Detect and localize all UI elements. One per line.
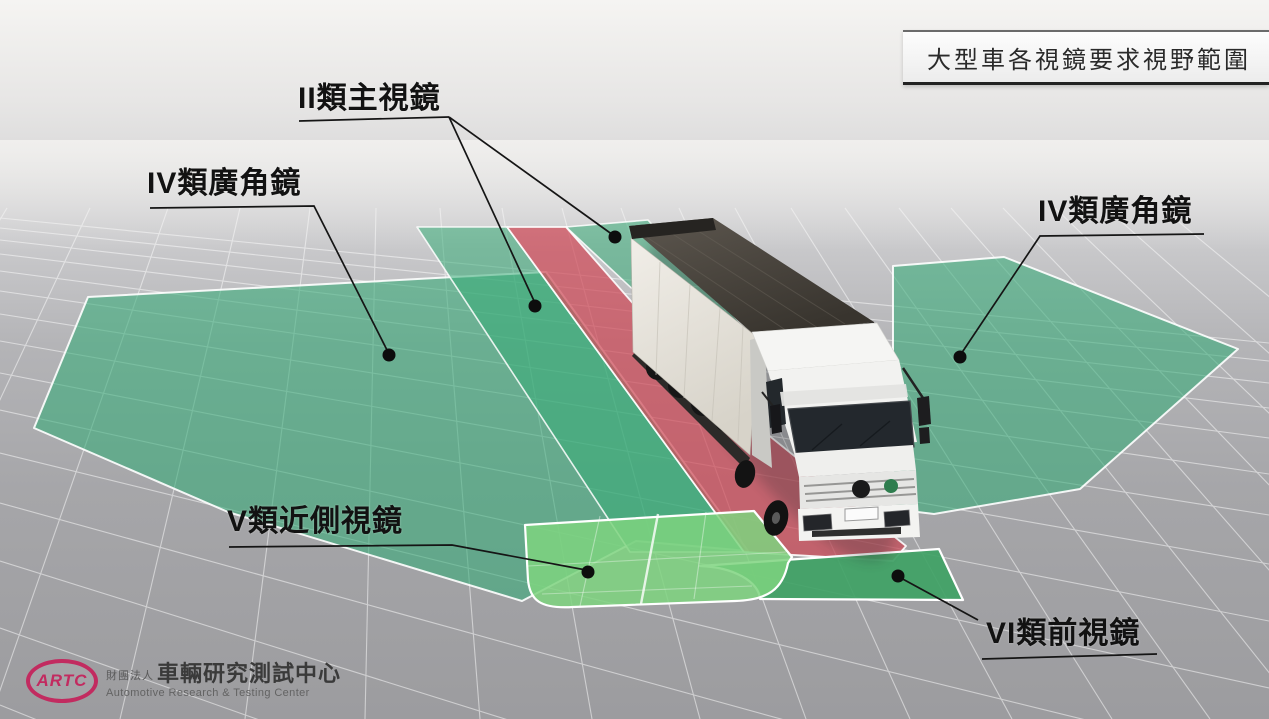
leader-lines bbox=[149, 116, 1205, 660]
label-class6-front-mirror: VI類前視鏡 bbox=[986, 617, 1141, 650]
artc-logo-wordmark: 財團法人 車輛研究測試中心 Automotive Research & Test… bbox=[106, 661, 342, 700]
dot-class6 bbox=[891, 569, 905, 583]
trailer-rear-edge bbox=[629, 218, 716, 239]
dot-class5 bbox=[581, 565, 595, 579]
leader-class2-right bbox=[448, 116, 614, 236]
dot-class4-right bbox=[953, 350, 967, 364]
artc-logo-text: ARTC bbox=[36, 671, 88, 690]
mirror-left bbox=[761, 391, 782, 434]
curtain-seams bbox=[655, 261, 744, 442]
leader-underline-class6 bbox=[981, 653, 1158, 660]
zone-class5-inner-grid bbox=[527, 511, 787, 607]
label-class5-close-proximity: V類近側視鏡 bbox=[227, 505, 404, 538]
bumper-intake bbox=[812, 527, 901, 537]
leader-underline-class2 bbox=[298, 116, 450, 122]
logo-org-name: 車輛研究測試中心 bbox=[157, 661, 342, 686]
dot-class2-left bbox=[528, 299, 542, 313]
trailer-curtain-side bbox=[630, 237, 758, 456]
tarp-streaks bbox=[644, 226, 846, 334]
leader-class6-line bbox=[898, 576, 979, 621]
leader-dots bbox=[382, 230, 967, 583]
leader-class2-left bbox=[448, 116, 536, 304]
dot-class4-left bbox=[382, 348, 396, 362]
cab-front-wheel-hub bbox=[771, 512, 781, 524]
truck bbox=[629, 218, 931, 541]
zone-class5-near-side bbox=[523, 509, 794, 609]
page-title: 大型車各視鏡要求視野範圍 bbox=[903, 30, 1269, 85]
leader-class5 bbox=[228, 544, 587, 571]
logo-org-name-en: Automotive Research & Testing Center bbox=[106, 687, 310, 699]
label-class2-main-mirror: II類主視鏡 bbox=[298, 82, 441, 115]
logo-org-type: 財團法人 bbox=[106, 670, 154, 682]
green-grille-badge bbox=[884, 479, 898, 493]
headlight-right bbox=[883, 509, 911, 528]
cab-rear-wheel bbox=[734, 460, 756, 488]
hood bbox=[794, 445, 916, 477]
artc-logo: ARTC 財團法人 車輛研究測試中心 Automotive Research &… bbox=[26, 659, 341, 703]
headlight-left bbox=[802, 513, 833, 532]
artc-logo-oval: ARTC bbox=[26, 659, 98, 703]
label-class4-wide-angle-left: IV類廣角鏡 bbox=[147, 167, 302, 200]
dot-class2-right bbox=[608, 230, 622, 244]
sun-visor bbox=[780, 384, 908, 406]
label-class4-wide-angle-right: IV類廣角鏡 bbox=[1038, 195, 1193, 228]
trailer-tarp-top bbox=[629, 218, 874, 337]
leader-class4-left bbox=[149, 205, 389, 353]
mirror-right bbox=[901, 367, 931, 444]
license-plate bbox=[844, 506, 879, 522]
wipers bbox=[811, 420, 891, 451]
brand-emblem bbox=[852, 480, 870, 498]
leader-class4-right bbox=[960, 233, 1205, 355]
cab-back-panel bbox=[750, 336, 772, 468]
